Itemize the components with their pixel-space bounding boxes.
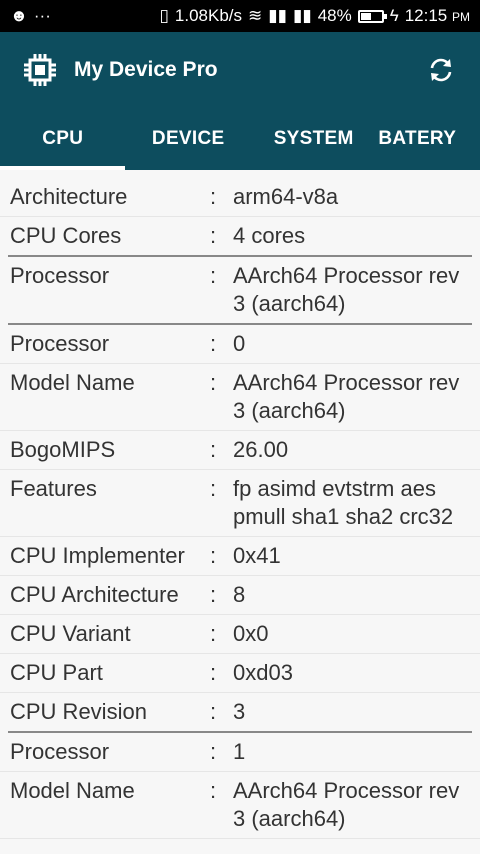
- chip-icon: [24, 54, 56, 86]
- row-label: Processor: [10, 263, 110, 288]
- refresh-icon[interactable]: [426, 55, 456, 85]
- battery-percent: 48%: [317, 6, 352, 25]
- row-separator: :: [210, 223, 217, 248]
- row-value: arm64-v8a: [233, 184, 339, 209]
- row-value: 0x0: [233, 621, 269, 646]
- list-item: CPU Architecture : 8: [0, 576, 480, 615]
- row-value: 1: [233, 739, 246, 764]
- row-value: AArch64 Processor rev 3 (aarch64): [233, 263, 460, 316]
- row-value: 8: [233, 582, 246, 607]
- status-bar: ☻ ··· ▯ 1.08Kb/s ≋ ▮▮ ▮▮ 48% ϟ 12:15 PM: [0, 0, 480, 32]
- charging-icon: ϟ: [389, 6, 399, 25]
- row-value: 0xd03: [233, 660, 293, 685]
- row-separator: :: [210, 331, 217, 356]
- row-value: 0x41: [233, 543, 281, 568]
- list-item: Features : fp asimd evtstrm aes pmull sh…: [0, 470, 480, 537]
- row-separator: :: [210, 184, 217, 209]
- row-separator: :: [210, 699, 217, 724]
- section-divider: [8, 255, 472, 257]
- row-separator: :: [210, 263, 217, 288]
- row-value: AArch64 Processor rev 3 (aarch64): [233, 370, 460, 423]
- list-top-spacer: [0, 170, 480, 178]
- row-value: 4 cores: [233, 223, 306, 248]
- list-item: Architecture : arm64-v8a: [0, 178, 480, 217]
- row-value: AArch64 Processor rev 3 (aarch64): [233, 778, 460, 831]
- list-item: Processor : 1: [0, 733, 480, 772]
- app-bar: My Device Pro CPU DEVICE SYSTEM BATERY: [0, 32, 480, 170]
- wifi-icon: ≋: [248, 6, 263, 25]
- row-separator: :: [210, 543, 217, 568]
- row-separator: :: [210, 370, 217, 395]
- list-item: CPU Implementer : 0x41: [0, 537, 480, 576]
- row-separator: :: [210, 621, 217, 646]
- row-label: CPU Architecture: [10, 582, 179, 607]
- app-title: My Device Pro: [74, 58, 218, 81]
- tab-cpu[interactable]: CPU: [0, 108, 126, 170]
- row-label: BogoMIPS: [10, 437, 116, 462]
- list-item: CPU Part : 0xd03: [0, 654, 480, 693]
- tab-system[interactable]: SYSTEM: [273, 128, 354, 149]
- more-notifications-icon: ···: [33, 6, 51, 25]
- list-item: CPU Revision : 3: [0, 693, 480, 731]
- row-value: 3: [233, 699, 246, 724]
- list-item: Processor : 0: [0, 325, 480, 364]
- row-label: Processor: [10, 739, 110, 764]
- section-divider: [8, 731, 472, 733]
- network-speed: 1.08Kb/s: [174, 6, 242, 25]
- tab-bar: CPU DEVICE SYSTEM BATERY: [0, 108, 480, 170]
- list-item: Model Name : AArch64 Processor rev 3 (aa…: [0, 364, 480, 431]
- row-separator: :: [210, 437, 217, 462]
- row-value: 26.00: [233, 437, 289, 462]
- list-item: Processor : AArch64 Processor rev 3 (aar…: [0, 257, 480, 323]
- row-separator: :: [210, 778, 217, 803]
- vibrate-icon: ▯: [159, 6, 169, 25]
- row-label: CPU Variant: [10, 621, 131, 646]
- row-label: Processor: [10, 331, 110, 356]
- row-separator: :: [210, 582, 217, 607]
- list-item: CPU Cores : 4 cores: [0, 217, 480, 255]
- row-label: Model Name: [10, 778, 135, 803]
- row-label: Model Name: [10, 370, 135, 395]
- android-icon: ☻: [10, 6, 28, 25]
- clock: 12:15 PM: [404, 6, 470, 25]
- row-separator: :: [210, 739, 217, 764]
- toolbar: My Device Pro: [0, 32, 480, 108]
- row-label: CPU Part: [10, 660, 103, 685]
- row-value: fp asimd evtstrm aes pmull sha1 sha2 crc…: [233, 476, 454, 529]
- row-label: CPU Cores: [10, 223, 122, 248]
- row-separator: :: [210, 660, 217, 685]
- row-label: Architecture: [10, 184, 128, 209]
- battery-icon: [357, 9, 387, 23]
- row-label: CPU Implementer: [10, 543, 185, 568]
- row-value: 0: [233, 331, 246, 356]
- list-item: Model Name : AArch64 Processor rev 3 (aa…: [0, 772, 480, 839]
- list-item: CPU Variant : 0x0: [0, 615, 480, 654]
- cpu-info-list[interactable]: Architecture : arm64-v8a CPU Cores : 4 c…: [0, 170, 480, 839]
- tab-device[interactable]: DEVICE: [151, 128, 225, 149]
- row-label: CPU Revision: [10, 699, 147, 724]
- section-divider: [8, 323, 472, 325]
- row-label: Features: [10, 476, 97, 501]
- signal-icon-1: ▮▮: [268, 6, 287, 25]
- tab-battery[interactable]: BATERY: [378, 128, 457, 149]
- signal-icon-2: ▮▮: [292, 6, 312, 25]
- status-right: ▯ 1.08Kb/s ≋ ▮▮ ▮▮ 48% ϟ 12:15 PM: [160, 6, 470, 26]
- status-left: ☻ ···: [10, 6, 51, 26]
- row-separator: :: [210, 476, 217, 501]
- list-item: BogoMIPS : 26.00: [0, 431, 480, 470]
